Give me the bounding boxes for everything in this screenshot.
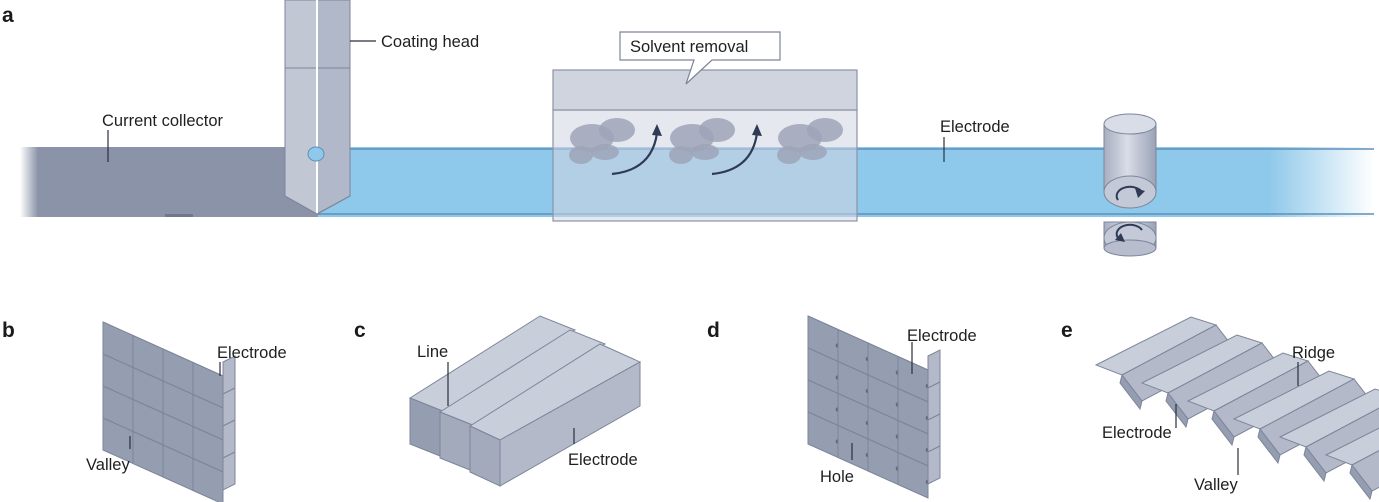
panel-c: c Line Electrode xyxy=(354,315,642,487)
panel-letter-b: b xyxy=(2,319,15,342)
label-electrode-c: Electrode xyxy=(568,451,638,469)
current-collector-strip xyxy=(20,147,320,217)
calender-rollers xyxy=(1103,113,1157,257)
coating-head xyxy=(284,0,351,215)
solvent-vapor-cloud xyxy=(569,118,843,164)
cube-array-b xyxy=(102,321,236,502)
label-electrode-d: Electrode xyxy=(907,327,977,345)
panel-letter-e: e xyxy=(1061,319,1073,342)
ridge-end xyxy=(1211,409,1235,447)
label-electrode-a: Electrode xyxy=(940,118,1010,136)
panel-a: a xyxy=(2,0,1374,257)
label-line-c: Line xyxy=(417,343,448,361)
cube-right-face xyxy=(222,419,236,459)
ridge-slope-up xyxy=(1278,388,1379,448)
ridge-end xyxy=(1303,445,1327,483)
electrode-cube xyxy=(807,347,841,395)
cube-right-face xyxy=(927,413,941,453)
label-solvent-removal: Solvent removal xyxy=(630,38,748,56)
ridge-slope-up xyxy=(1324,427,1379,466)
panel-e: e Ridge Electrode Valley xyxy=(1061,316,1379,501)
evaporation-arrows xyxy=(611,132,759,176)
cube-side xyxy=(192,457,224,502)
label-valley-b: Valley xyxy=(86,456,130,474)
ridge-end xyxy=(1165,391,1189,429)
cube-right-face xyxy=(222,387,236,427)
label-electrode-b: Electrode xyxy=(217,344,287,362)
drying-chamber xyxy=(552,69,858,222)
label-electrode-e: Electrode xyxy=(1102,424,1172,442)
ridge-pattern-electrode xyxy=(1094,316,1379,501)
label-hole-d: Hole xyxy=(820,468,854,486)
ridge-end xyxy=(1349,463,1373,501)
ridge-end xyxy=(1119,373,1143,411)
cube-right-face xyxy=(222,451,236,491)
electrode-cube xyxy=(192,361,224,409)
solvent-removal-callout xyxy=(619,31,781,85)
ridge-end xyxy=(1257,427,1281,465)
panel-letter-a: a xyxy=(2,4,14,27)
cube-right-face xyxy=(927,381,941,421)
cube-right-face xyxy=(927,349,941,389)
line-pattern-electrode xyxy=(408,315,642,487)
label-valley-e: Valley xyxy=(1194,476,1238,494)
panel-letter-d: d xyxy=(707,319,720,342)
panel-d: d Electrode Hole xyxy=(707,315,977,499)
cube-right-face xyxy=(927,445,941,485)
panel-letter-c: c xyxy=(354,319,366,342)
label-coating-head: Coating head xyxy=(381,33,479,51)
label-current-collector: Current collector xyxy=(102,112,224,130)
electrode-cube xyxy=(807,315,841,363)
panel-b: b Electrode Valley xyxy=(2,319,287,502)
label-ridge-e: Ridge xyxy=(1292,344,1335,362)
cube-array-d xyxy=(807,315,941,499)
